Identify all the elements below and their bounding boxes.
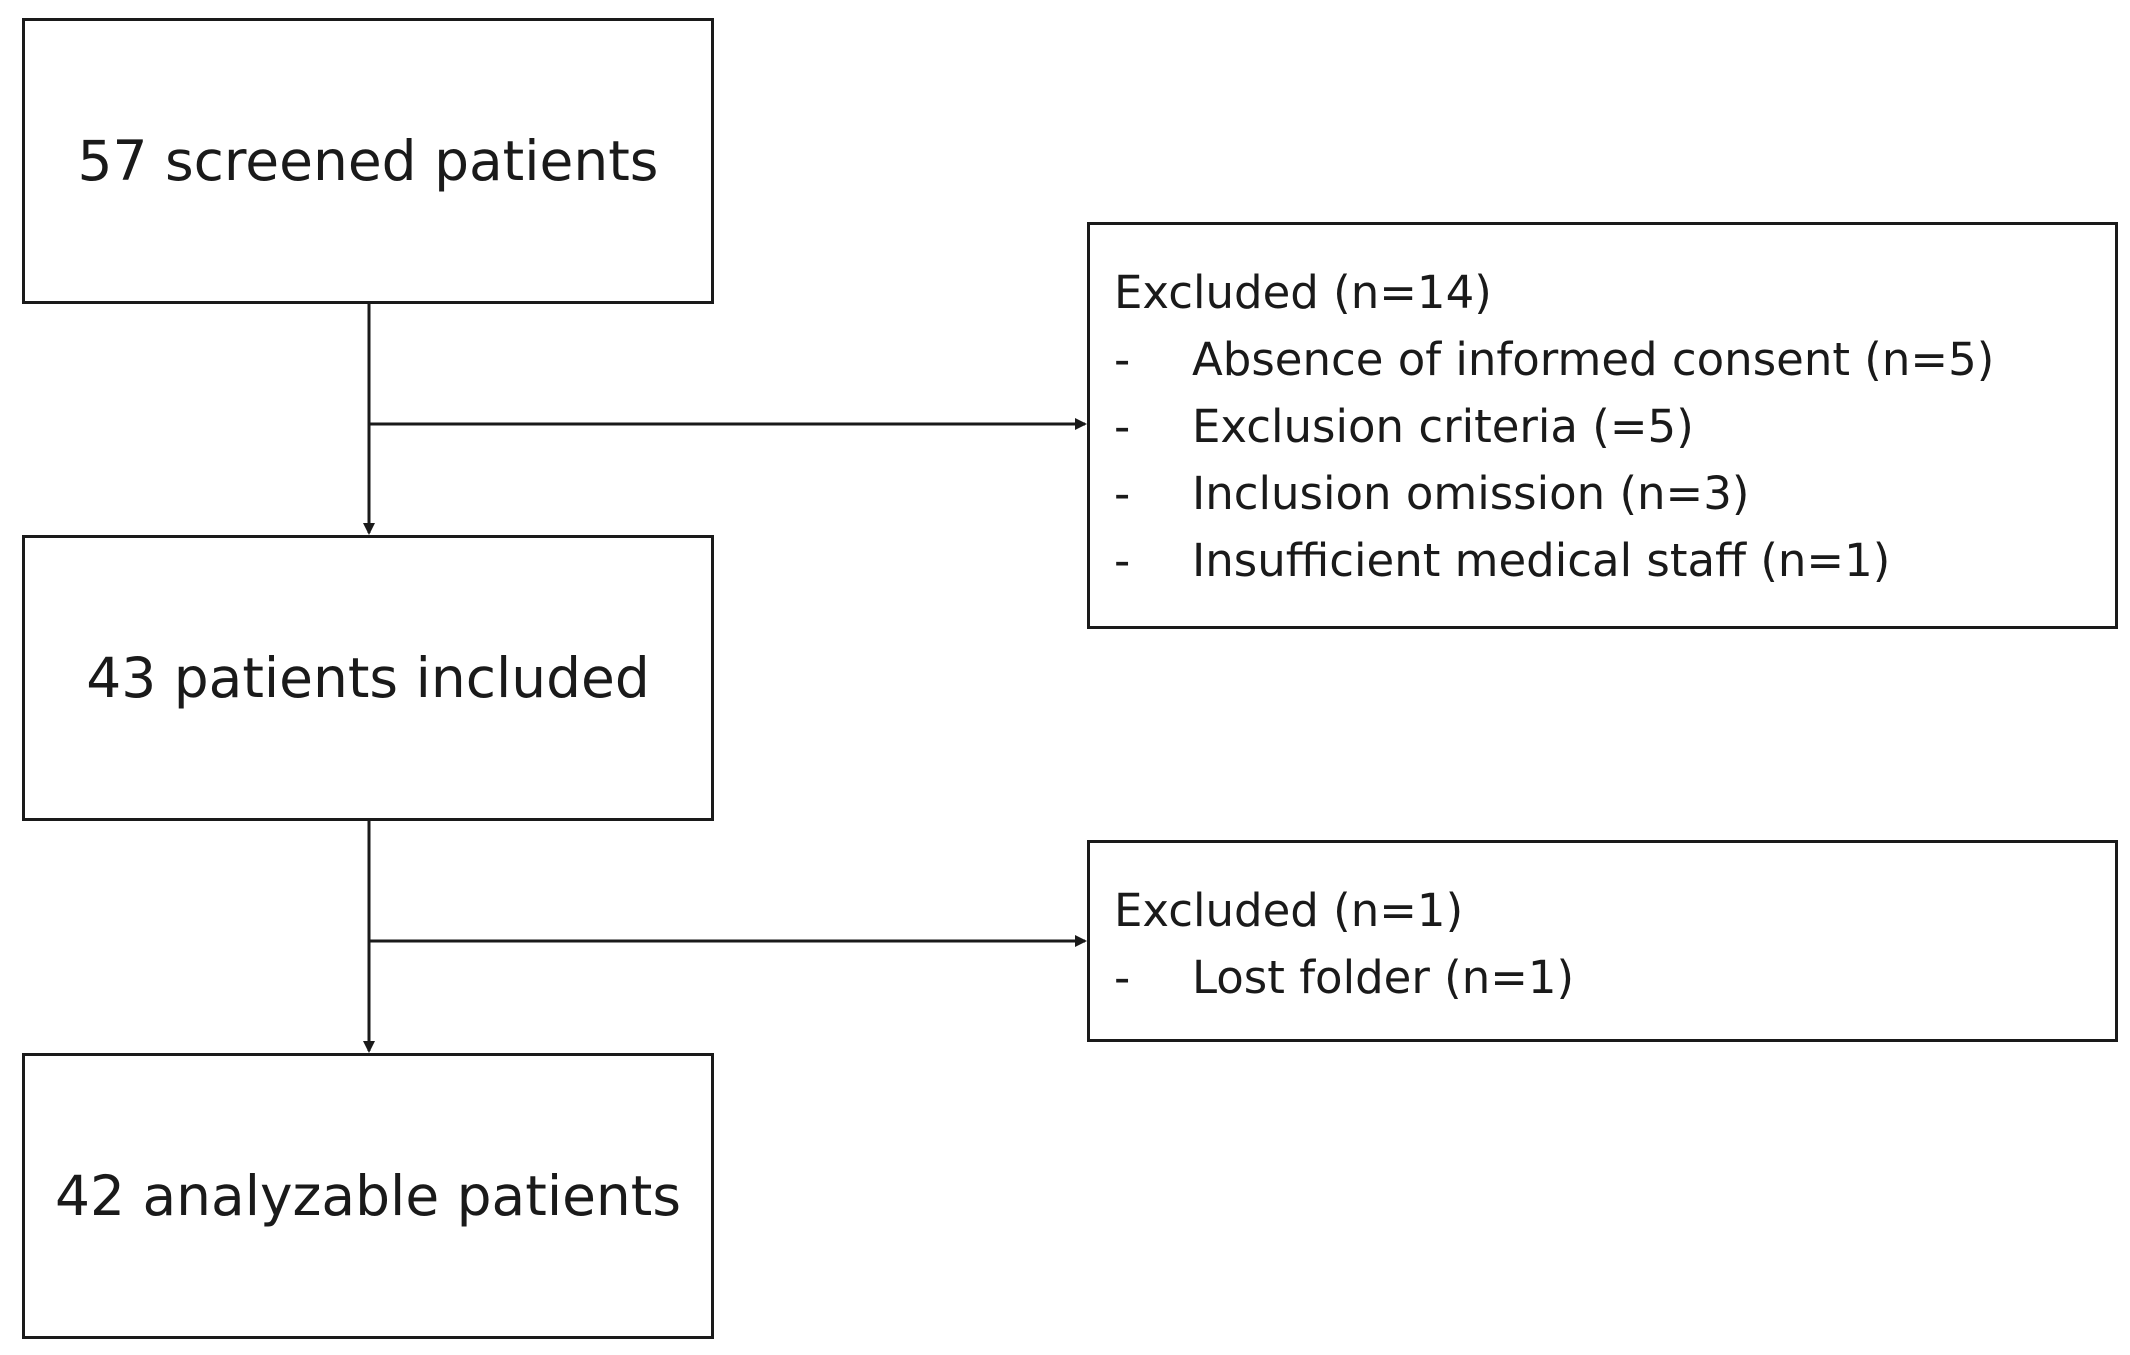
excluded-box-2: Excluded (n=1) - Lost folder (n=1) — [1087, 840, 2118, 1042]
reason-text: Inclusion omission (n=3) — [1192, 467, 1750, 520]
bullet-dash: - — [1114, 467, 1131, 520]
screened-box: 57 screened patients — [22, 18, 714, 304]
excluded-title-1: Excluded (n=14) — [1114, 266, 1492, 319]
reason-text: Insufficient medical staff (n=1) — [1192, 534, 1891, 587]
exclusion-reason: - Absence of informed consent (n=5) — [1114, 326, 2115, 393]
analyzable-box: 42 analyzable patients — [22, 1053, 714, 1339]
bullet-dash: - — [1114, 534, 1131, 587]
exclusion-reason: - Insufficient medical staff (n=1) — [1114, 527, 2115, 594]
exclusion-reason: - Exclusion criteria (=5) — [1114, 393, 2115, 460]
included-box: 43 patients included — [22, 535, 714, 821]
exclusion-reason: - Inclusion omission (n=3) — [1114, 460, 2115, 527]
bullet-dash: - — [1114, 400, 1131, 453]
included-label: 43 patients included — [86, 646, 650, 710]
excluded-box-1: Excluded (n=14) - Absence of informed co… — [1087, 222, 2118, 629]
excluded-title-2: Excluded (n=1) — [1114, 884, 1464, 937]
bullet-dash: - — [1114, 333, 1131, 386]
exclusion-reason: - Lost folder (n=1) — [1114, 944, 2115, 1011]
analyzable-label: 42 analyzable patients — [54, 1164, 682, 1228]
bullet-dash: - — [1114, 951, 1131, 1004]
reason-text: Lost folder (n=1) — [1192, 951, 1575, 1004]
reason-text: Absence of informed consent (n=5) — [1192, 333, 1995, 386]
reason-text: Exclusion criteria (=5) — [1192, 400, 1694, 453]
screened-label: 57 screened patients — [77, 129, 659, 193]
